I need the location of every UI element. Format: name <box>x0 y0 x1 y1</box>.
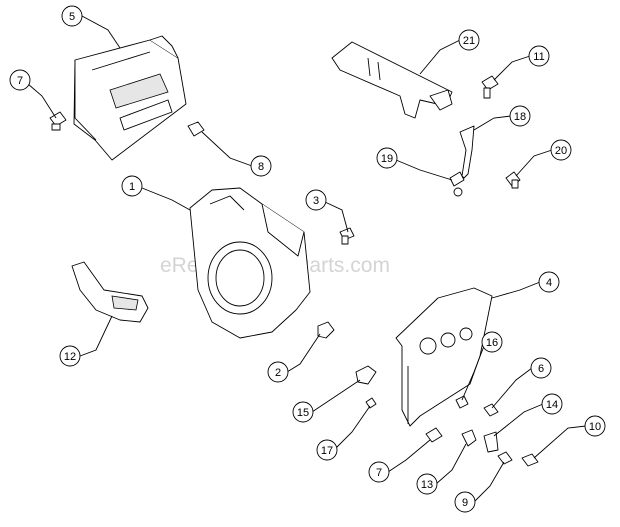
callout-9: 9 <box>454 461 505 513</box>
callout-15: 15 <box>292 379 361 423</box>
svg-text:17: 17 <box>321 445 333 457</box>
svg-text:4: 4 <box>546 277 552 289</box>
part-21-bracket <box>331 41 453 119</box>
svg-text:18: 18 <box>514 111 526 123</box>
part-18-rod <box>459 125 475 179</box>
part-15-plug <box>355 365 377 385</box>
callout-2: 2 <box>267 333 321 383</box>
part-19-screw <box>449 171 465 197</box>
callout-1: 1 <box>121 175 191 211</box>
part-6-bolt <box>483 403 499 417</box>
svg-text:16: 16 <box>486 337 498 349</box>
callout-17: 17 <box>316 405 371 461</box>
svg-text:8: 8 <box>258 161 264 173</box>
callout-21: 21 <box>419 29 480 75</box>
part-13-clip <box>461 429 477 447</box>
svg-text:7: 7 <box>376 467 382 479</box>
callout-8: 8 <box>201 131 272 177</box>
svg-text:5: 5 <box>69 11 75 23</box>
part-8-nut <box>187 121 205 137</box>
callout-7-upper: 7 <box>9 69 57 119</box>
callout-20: 20 <box>515 139 572 177</box>
part-5-shroud <box>73 35 187 161</box>
callout-18: 18 <box>473 105 531 131</box>
callout-3: 3 <box>305 189 349 233</box>
svg-text:10: 10 <box>589 421 601 433</box>
svg-text:1: 1 <box>129 181 135 193</box>
part-14-bracket <box>483 431 499 453</box>
callout-7-lower: 7 <box>368 439 431 483</box>
callout-4: 4 <box>491 271 560 299</box>
svg-text:7: 7 <box>17 75 23 87</box>
svg-text:6: 6 <box>538 363 544 375</box>
svg-text:3: 3 <box>313 195 319 207</box>
svg-text:12: 12 <box>64 351 76 363</box>
callout-14: 14 <box>493 393 563 437</box>
callout-6: 6 <box>491 357 552 409</box>
part-1-blower-housing <box>189 187 311 339</box>
part-10-nut <box>521 453 539 467</box>
part-4-bracket-plate <box>395 287 493 427</box>
svg-text:11: 11 <box>533 51 544 63</box>
svg-text:2: 2 <box>275 367 281 379</box>
svg-text:20: 20 <box>555 145 567 157</box>
callout-19: 19 <box>376 147 453 181</box>
callout-13: 13 <box>416 443 467 495</box>
svg-text:21: 21 <box>463 35 475 47</box>
part-16-screw <box>455 395 469 409</box>
callout-10: 10 <box>533 415 606 459</box>
callout-16: 16 <box>461 331 503 401</box>
part-11-bolt <box>481 75 499 99</box>
part-17-fitting <box>365 397 377 409</box>
part-7-bolt-lower <box>425 427 443 443</box>
svg-text:15: 15 <box>297 407 309 419</box>
part-7-bolt-upper <box>49 111 67 131</box>
part-12-guard <box>71 261 149 323</box>
svg-text:19: 19 <box>381 153 393 165</box>
part-3-screw <box>339 227 355 245</box>
callout-11: 11 <box>493 45 550 81</box>
svg-text:13: 13 <box>421 479 433 491</box>
callout-5: 5 <box>61 5 121 49</box>
callout-12: 12 <box>59 315 113 367</box>
part-9-nut <box>497 451 513 465</box>
svg-text:14: 14 <box>546 399 558 411</box>
part-2-fitting <box>317 321 335 339</box>
svg-text:9: 9 <box>462 497 468 509</box>
